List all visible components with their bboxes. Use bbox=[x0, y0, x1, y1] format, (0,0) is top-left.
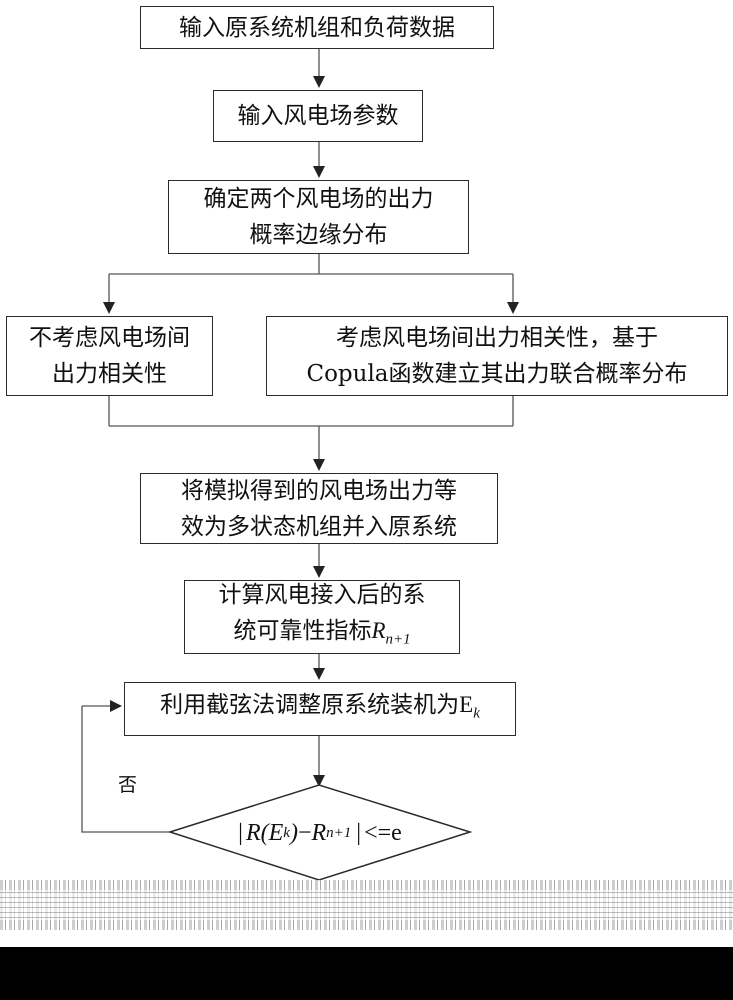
step-equivalent-multistate-unit-line1: 将模拟得到的风电场出力等 bbox=[181, 477, 457, 504]
step-secant-adjust-subscript: k bbox=[473, 705, 480, 722]
decision-R-close: ) bbox=[289, 819, 298, 846]
loop-no-label: 否 bbox=[118, 774, 138, 796]
step-secant-adjust: 利用截弦法调整原系统装机为Ek bbox=[124, 682, 516, 736]
reliability-index-symbol: Rn+1 bbox=[371, 617, 410, 648]
branch-no-correlation-line2: 出力相关性 bbox=[52, 361, 167, 387]
step-equivalent-multistate-unit: 将模拟得到的风电场出力等 效为多状态机组并入原系统 bbox=[140, 473, 498, 544]
scan-artifact-lines bbox=[0, 890, 733, 920]
decision-Rn: R bbox=[311, 819, 327, 846]
decision-abs-close: | bbox=[356, 819, 362, 846]
step-input-wind-params: 输入风电场参数 bbox=[213, 90, 423, 142]
step-reliability-index-line2: 统可靠性指标Rn+1 bbox=[233, 613, 410, 658]
decision-Rn-subscript: n+1 bbox=[326, 824, 352, 841]
reliability-index-subscript: n+1 bbox=[385, 631, 411, 648]
reliability-index-label: 统可靠性指标 bbox=[233, 617, 372, 644]
step-input-system-data: 输入原系统机组和负荷数据 bbox=[140, 6, 494, 49]
branch-copula-correlation: 考虑风电场间出力相关性，基于 Copula函数建立其出力联合概率分布 bbox=[266, 316, 728, 396]
branch-no-correlation: 不考虑风电场间 出力相关性 bbox=[6, 316, 213, 396]
bottom-black-bar bbox=[0, 947, 733, 1000]
decision-minus: − bbox=[297, 819, 312, 846]
decision-diamond bbox=[167, 784, 473, 881]
loop-back-line bbox=[81, 706, 170, 833]
step-secant-adjust-label: 利用截弦法调整原系统装机为 bbox=[160, 691, 460, 718]
branch-copula-correlation-line2: Copula函数建立其出力联合概率分布 bbox=[306, 361, 688, 387]
decision-abs-open: | bbox=[238, 819, 243, 846]
branch-no-correlation-line1: 不考虑风电场间 bbox=[29, 325, 190, 351]
decision-R-open: R(E bbox=[245, 819, 284, 846]
step-equivalent-multistate-unit-line2: 效为多状态机组并入原系统 bbox=[181, 513, 457, 540]
step-input-system-data-text: 输入原系统机组和负荷数据 bbox=[179, 14, 455, 41]
step-marginal-distribution-line1: 确定两个风电场的出力 bbox=[203, 186, 434, 212]
step-reliability-index-line1: 计算风电接入后的系 bbox=[218, 581, 426, 608]
branch-copula-correlation-line1: 考虑风电场间出力相关性，基于 bbox=[336, 325, 658, 351]
step-secant-adjust-E: E bbox=[459, 691, 474, 717]
step-marginal-distribution-line2: 概率边缘分布 bbox=[249, 222, 388, 248]
step-reliability-index: 计算风电接入后的系 统可靠性指标Rn+1 bbox=[184, 580, 460, 654]
reliability-index-R: R bbox=[371, 617, 386, 643]
step-secant-adjust-text: 利用截弦法调整原系统装机为Ek bbox=[160, 687, 480, 732]
decision-R-subscript: k bbox=[283, 824, 290, 841]
step-input-wind-params-text: 输入风电场参数 bbox=[237, 103, 399, 129]
decision-compare: <=e bbox=[364, 819, 402, 846]
step-marginal-distribution: 确定两个风电场的出力 概率边缘分布 bbox=[168, 180, 469, 254]
